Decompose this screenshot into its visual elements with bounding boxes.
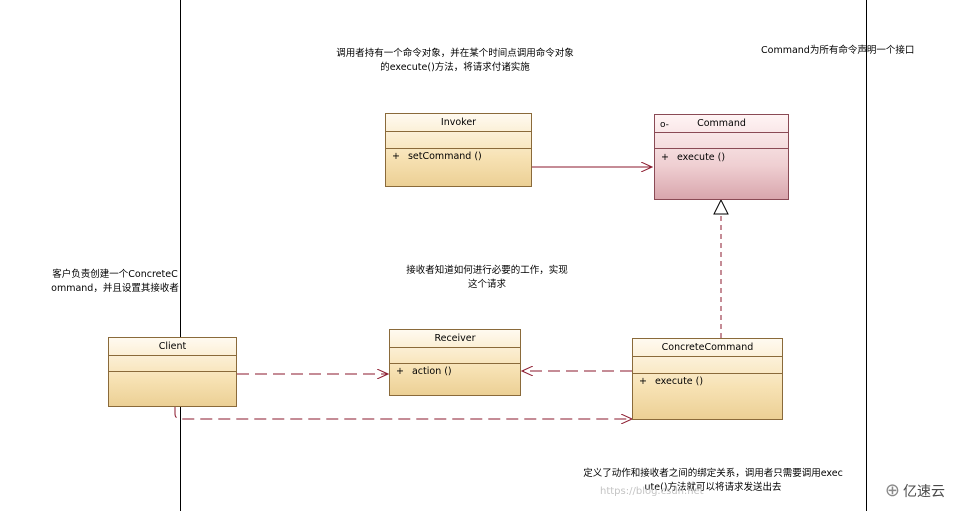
receiver-operation: + action () xyxy=(396,365,452,379)
watermark: https://blog.csdn.net xyxy=(600,486,704,497)
concrete-command-operation: + execute () xyxy=(639,375,703,389)
client-divider xyxy=(109,371,236,372)
receiver-divider xyxy=(390,363,520,364)
invoker-class[interactable]: Invoker + setCommand () xyxy=(385,113,532,187)
invoker-divider xyxy=(386,148,531,149)
concrete-command-class-name: ConcreteCommand xyxy=(633,339,782,357)
yisu-logo-icon: ⊕ xyxy=(884,480,900,501)
receiver-class-name: Receiver xyxy=(390,330,520,348)
concrete-note-line1: 定义了动作和接收者之间的绑定关系，调用者只需要调用exec xyxy=(583,468,843,479)
concrete-command-class[interactable]: ConcreteCommand + execute () xyxy=(632,338,783,420)
receiver-note-line1: 接收者知道如何进行必要的工作，实现 xyxy=(406,265,568,276)
command-class-label: Command xyxy=(697,118,746,129)
concrete-op-visibility: + xyxy=(639,376,647,387)
receiver-op-visibility: + xyxy=(396,366,404,377)
command-note-text: Command为所有命令声明一个接口 xyxy=(761,45,915,56)
concrete-command-divider xyxy=(633,373,782,374)
site-logo: ⊕ 亿速云 xyxy=(885,480,945,501)
site-logo-text: 亿速云 xyxy=(903,483,945,500)
invoker-class-name: Invoker xyxy=(386,114,531,132)
client-note: 客户负责创建一个ConcreteC ommand，并且设置其接收者 xyxy=(51,268,179,296)
receiver-op-name: action () xyxy=(411,366,452,377)
command-op-visibility: + xyxy=(661,152,669,163)
invoker-operation: + setCommand () xyxy=(392,150,482,164)
receiver-note: 接收者知道如何进行必要的工作，实现 这个请求 xyxy=(406,264,568,292)
command-op-name: execute () xyxy=(676,152,726,163)
receiver-class[interactable]: Receiver + action () xyxy=(389,329,521,396)
invoker-op-visibility: + xyxy=(392,151,400,162)
command-operation: + execute () xyxy=(661,151,725,165)
invoker-note-line2: 的execute()方法，将请求付诸实施 xyxy=(380,62,530,73)
client-class-name: Client xyxy=(109,338,236,356)
client-note-line2: ommand，并且设置其接收者 xyxy=(51,283,179,294)
command-class-name: o- Command xyxy=(655,115,788,133)
realization-triangle xyxy=(713,198,729,215)
receiver-note-line2: 这个请求 xyxy=(467,279,507,290)
client-note-line1: 客户负责创建一个ConcreteC xyxy=(52,269,178,280)
concrete-note: 定义了动作和接收者之间的绑定关系，调用者只需要调用exec ute()方法就可以… xyxy=(583,467,843,495)
lane-divider-right xyxy=(866,0,867,511)
command-note: Command为所有命令声明一个接口 xyxy=(761,44,914,58)
command-class[interactable]: o- Command + execute () xyxy=(654,114,789,200)
command-divider xyxy=(655,148,788,149)
invoker-op-name: setCommand () xyxy=(407,151,482,162)
invoker-note-line1: 调用者持有一个命令对象，并在某个时间点调用命令对象 xyxy=(336,48,574,59)
client-concrete-dependency xyxy=(174,406,632,419)
interface-icon: o- xyxy=(660,120,669,130)
concrete-op-name: execute () xyxy=(654,376,704,387)
concrete-note-line2: ute()方法就可以将请求发送出去 xyxy=(644,482,782,493)
lane-divider-left xyxy=(180,0,181,511)
client-class[interactable]: Client xyxy=(108,337,237,407)
invoker-note: 调用者持有一个命令对象，并在某个时间点调用命令对象 的execute()方法，将… xyxy=(336,47,574,75)
